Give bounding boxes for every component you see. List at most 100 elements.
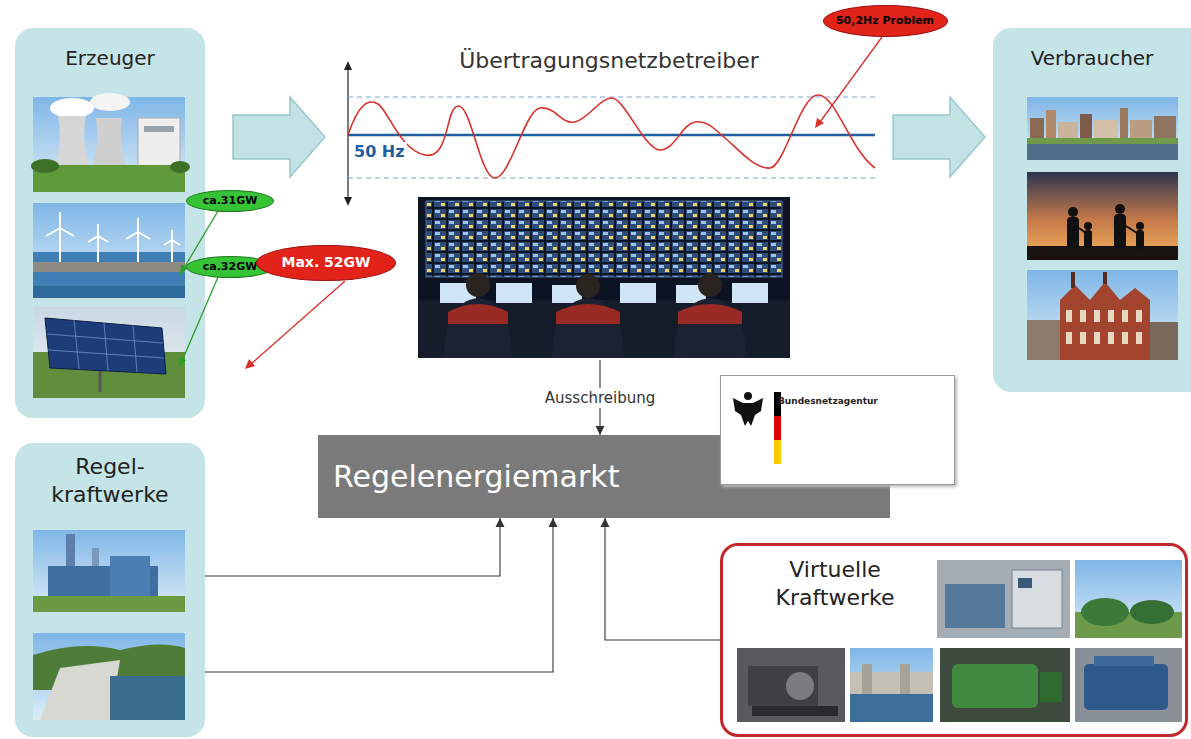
region-title: Übertragungsnetzbetreiber [325, 47, 893, 75]
control-room-photo [448, 304, 508, 324]
engine-room-photo [937, 560, 1070, 638]
city-photo [1080, 114, 1092, 140]
wind-turbine-photo [59, 228, 61, 262]
federal-eagle [733, 398, 763, 426]
power-plant-photo [92, 118, 126, 168]
town-hall-photo [1027, 270, 1178, 360]
dam-photo [40, 660, 120, 720]
agency-box: Bundesnetzagentur [720, 375, 955, 485]
control-room-photo [620, 283, 656, 303]
family-photo [1114, 214, 1126, 249]
town-hall-photo [1027, 320, 1060, 360]
wind-turbine-photo [33, 262, 185, 272]
leader-line [815, 118, 824, 128]
city-photo [1027, 144, 1178, 160]
town-hall-photo [1150, 322, 1178, 360]
town-hall-photo [1071, 272, 1075, 288]
connector [205, 518, 505, 576]
power-plant-photo [55, 116, 90, 168]
panel-heading: Regel- kraftwerke [35, 453, 185, 508]
panel-ground [993, 28, 1191, 392]
control-room-photo [418, 197, 790, 358]
machine-photo [786, 672, 814, 700]
control-room-photo [556, 304, 620, 324]
arrow-head [549, 518, 558, 527]
engine-photo [1075, 648, 1182, 722]
leader-line [179, 357, 186, 368]
dam-photo [33, 633, 185, 720]
engine-room-photo [1012, 570, 1062, 628]
city-photo [1130, 120, 1152, 140]
city-photo [1027, 97, 1178, 160]
family-photo [1027, 246, 1178, 260]
wind-turbine-photo [59, 212, 61, 228]
weir-photo [850, 694, 933, 722]
power-plant-photo [170, 161, 190, 173]
machine-photo [737, 648, 845, 722]
solar-panel-photo [45, 318, 166, 374]
power-plant-photo [33, 97, 185, 192]
family-photo [1079, 228, 1086, 233]
town-hall-photo [1094, 332, 1100, 344]
control-room-photo [496, 283, 532, 303]
block-arrow [233, 97, 325, 177]
power-plant-photo [50, 98, 94, 118]
control-room-photo [552, 298, 624, 358]
power-station-photo [33, 530, 185, 612]
wind-turbine-photo [137, 218, 139, 232]
callout-text: 50,2Hz Problem [836, 14, 934, 28]
control-room-photo [426, 201, 782, 277]
weir-photo [862, 664, 872, 694]
control-room-photo [678, 304, 742, 324]
family-photo [1084, 222, 1092, 230]
biogas-photo [1081, 598, 1129, 626]
family-photo [1126, 226, 1137, 233]
callout-oval: ca.31GW [186, 190, 274, 212]
leader-line [245, 359, 255, 369]
city-photo [1027, 138, 1178, 144]
engine-photo [1075, 648, 1182, 722]
town-hall-photo [1103, 272, 1107, 284]
control-room-photo [418, 197, 790, 358]
city-photo [1027, 97, 1178, 160]
wind-turbine-photo [46, 228, 60, 236]
generator-photo [1040, 672, 1062, 702]
engine-room-photo [945, 584, 1005, 628]
flag-strip [774, 440, 781, 464]
panel-ground [720, 543, 1188, 737]
solar-panel-photo [48, 350, 164, 358]
power-plant-photo [31, 159, 59, 173]
control-room-photo [466, 273, 490, 297]
power-plant-photo [31, 93, 190, 192]
connector-line [205, 518, 500, 576]
panel-ground [15, 443, 205, 737]
panel-heading: Verbraucher [993, 46, 1191, 71]
wind-turbine-photo [33, 286, 185, 298]
wind-turbine-photo [33, 252, 185, 298]
town-hall-photo [1136, 332, 1142, 344]
town-hall-photo [1060, 282, 1150, 360]
town-hall-photo [1066, 310, 1072, 322]
wind-turbine-photo [164, 240, 172, 245]
biogas-photo [1075, 560, 1182, 638]
wind-turbine-photo [172, 240, 180, 245]
leader-line [820, 37, 882, 122]
city-photo [1154, 116, 1176, 140]
panel-box: Virtuelle Kraftwerke [720, 543, 1188, 737]
callout-text: Max. 52GW [281, 254, 370, 272]
arrow-head [496, 518, 505, 527]
leader-line [179, 37, 882, 369]
panel-box: Verbraucher [993, 28, 1191, 392]
weir-photo [850, 648, 933, 722]
callout-text: ca.31GW [203, 194, 258, 208]
solar-panel-photo [74, 320, 79, 369]
family-photo [1115, 204, 1125, 214]
frequency-chart [348, 95, 875, 178]
town-hall-photo [1066, 310, 1142, 344]
family-photo [1136, 222, 1144, 230]
frequency-chart [348, 134, 875, 137]
machine-photo [752, 706, 838, 716]
city-photo [1120, 108, 1128, 140]
